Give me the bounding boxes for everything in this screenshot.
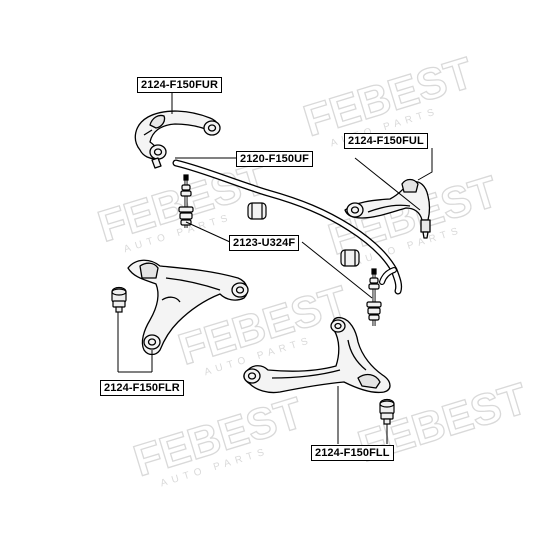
upper-control-arm-right [134,110,221,169]
stabilizer-link-right [366,268,382,326]
leader-u324f-left [185,221,231,243]
ball-joint-right [111,286,127,313]
stabilizer-bushing-right [340,249,360,267]
leader-ful [417,148,433,181]
stabilizer-bar [172,159,403,295]
watermark-bottom-left: FEBEST AUTO PARTS [128,388,310,490]
label-2124-f150fll: 2124-F150FLL [311,445,394,461]
label-2123-u324f: 2123-U324F [229,235,300,251]
leader-u324f-right [301,241,373,299]
label-2124-f150ful: 2124-F150FUL [344,133,428,149]
leader-uf-right [354,157,421,211]
label-2124-f150flr: 2124-F150FLR [100,380,184,396]
stabilizer-link-left [178,174,194,228]
leader-lines [117,92,433,444]
lower-control-arm-right [127,259,249,356]
stabilizer-bushing-left [247,202,267,220]
lower-control-arm-left [243,316,391,394]
upper-control-arm-left [344,178,431,239]
label-2120-f150uf: 2120-F150UF [236,151,313,167]
label-2124-f150fur: 2124-F150FUR [137,77,223,93]
ball-joint-left [379,398,395,425]
